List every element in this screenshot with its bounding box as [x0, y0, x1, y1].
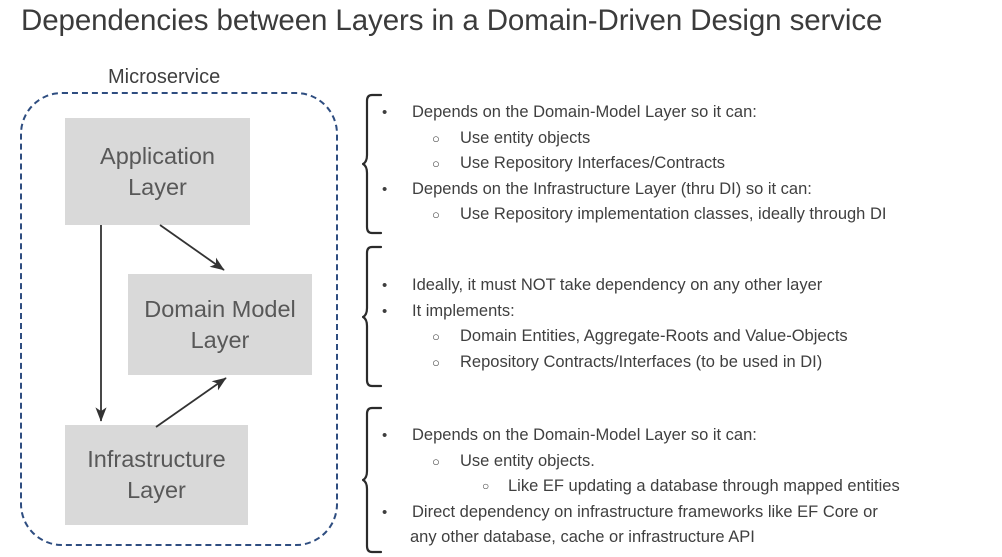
bullet-text: Repository Contracts/Interfaces (to be u…: [460, 352, 823, 371]
curly-brace-icon: [362, 406, 383, 554]
bullet-text: Ideally, it must NOT take dependency on …: [412, 276, 823, 294]
microservice-boundary: [20, 92, 338, 546]
bullet-marker-icon: •: [382, 180, 388, 198]
detail-list-infrastructure: • Depends on the Domain-Model Layer so it…: [380, 423, 1000, 551]
layer-domain-model-line1: Domain Model: [144, 295, 296, 322]
bullet-item-level-3: ○ Like EF updating a database through map…: [380, 474, 1000, 500]
bullet-marker-icon: •: [382, 302, 388, 320]
detail-list-domain-model: • Ideally, it must NOT take dependency on…: [380, 273, 1000, 375]
microservice-label: Microservice: [108, 66, 221, 88]
bullet-item-level-1: • Depends on the Domain-Model Layer so it…: [380, 423, 1000, 449]
bullet-item-level-1: • Depends on the Infrastructure Layer (th…: [380, 177, 1000, 203]
layer-box-infrastructure[interactable]: Infrastructure Layer: [65, 425, 248, 525]
curly-brace-icon: [362, 245, 383, 388]
layer-infrastructure-line2: Layer: [127, 477, 186, 503]
bullet-marker-icon: •: [382, 503, 388, 521]
curly-brace-icon: [362, 93, 383, 235]
bullet-item-level-1: • Ideally, it must NOT take dependency on…: [380, 273, 1000, 299]
bullet-item-level-2: ○ Use entity objects.: [380, 449, 1000, 475]
bullet-text: Depends on the Domain-Model Layer so it …: [412, 426, 757, 444]
bullet-text: any other database, cache or infrastruct…: [410, 528, 755, 546]
layer-infrastructure-label: Infrastructure Layer: [87, 444, 225, 506]
bullet-text: Use Repository Interfaces/Contracts: [460, 154, 726, 172]
bullet-marker-icon: ○: [432, 354, 440, 370]
bullet-marker-icon: ○: [432, 453, 440, 469]
bullet-text: Use Repository implementation classes, i…: [460, 205, 887, 223]
bullet-marker-icon: ○: [482, 479, 490, 493]
layer-box-domain-model[interactable]: Domain Model Layer: [128, 274, 312, 375]
bullet-text: Use entity objects: [460, 128, 591, 147]
bullet-item-level-2: ○ Use Repository implementation classes, …: [380, 202, 1000, 228]
layer-box-application[interactable]: Application Layer: [65, 118, 250, 225]
bullet-item-level-1: • Depends on the Domain-Model Layer so it…: [380, 100, 1000, 126]
bullet-marker-icon: ○: [432, 329, 440, 344]
bullet-marker-icon: ○: [432, 207, 440, 222]
detail-block-application: • Depends on the Domain-Model Layer so it…: [362, 93, 1002, 235]
detail-block-infrastructure: • Depends on the Domain-Model Layer so it…: [362, 406, 1002, 554]
layer-domain-model-line2: Layer: [190, 326, 250, 353]
bullet-text: Direct dependency on infrastructure fram…: [412, 502, 878, 521]
bullet-text: Depends on the Infrastructure Layer (thr…: [412, 179, 812, 198]
bullet-item-level-2: ○ Use Repository Interfaces/Contracts: [380, 151, 1000, 177]
bullet-marker-icon: ○: [432, 130, 440, 146]
bullet-item-level-1: • It implements:: [380, 299, 1000, 325]
layer-application-line2: Layer: [128, 173, 187, 200]
bullet-marker-icon: ○: [432, 156, 440, 171]
bullet-item-level-0: any other database, cache or infrastruct…: [380, 525, 1000, 551]
bullet-text: Depends on the Domain-Model Layer so it …: [412, 103, 757, 121]
bullet-text: It implements:: [412, 301, 515, 320]
page-title: Dependencies between Layers in a Domain-…: [21, 4, 883, 37]
bullet-marker-icon: •: [382, 277, 388, 294]
layer-infrastructure-line1: Infrastructure: [87, 446, 226, 472]
bullet-item-level-2: ○ Use entity objects: [380, 126, 1000, 152]
layer-domain-model-label: Domain Model Layer: [144, 294, 296, 356]
bullet-marker-icon: •: [382, 104, 388, 121]
bullet-item-level-2: ○ Repository Contracts/Interfaces (to be …: [380, 350, 1000, 376]
bullet-marker-icon: •: [382, 427, 388, 444]
bullet-item-level-2: ○ Domain Entities, Aggregate-Roots and Va…: [380, 324, 1000, 350]
bullet-text: Like EF updating a database through mapp…: [508, 477, 900, 495]
detail-list-application: • Depends on the Domain-Model Layer so it…: [380, 100, 1000, 228]
layer-application-line1: Application: [100, 142, 215, 169]
bullet-text: Domain Entities, Aggregate-Roots and Val…: [460, 327, 848, 345]
layer-application-label: Application Layer: [100, 141, 215, 203]
bullet-item-level-1: • Direct dependency on infrastructure fra…: [380, 500, 1000, 526]
detail-block-domain-model: • Ideally, it must NOT take dependency on…: [362, 245, 1002, 388]
bullet-text: Use entity objects.: [460, 451, 595, 470]
